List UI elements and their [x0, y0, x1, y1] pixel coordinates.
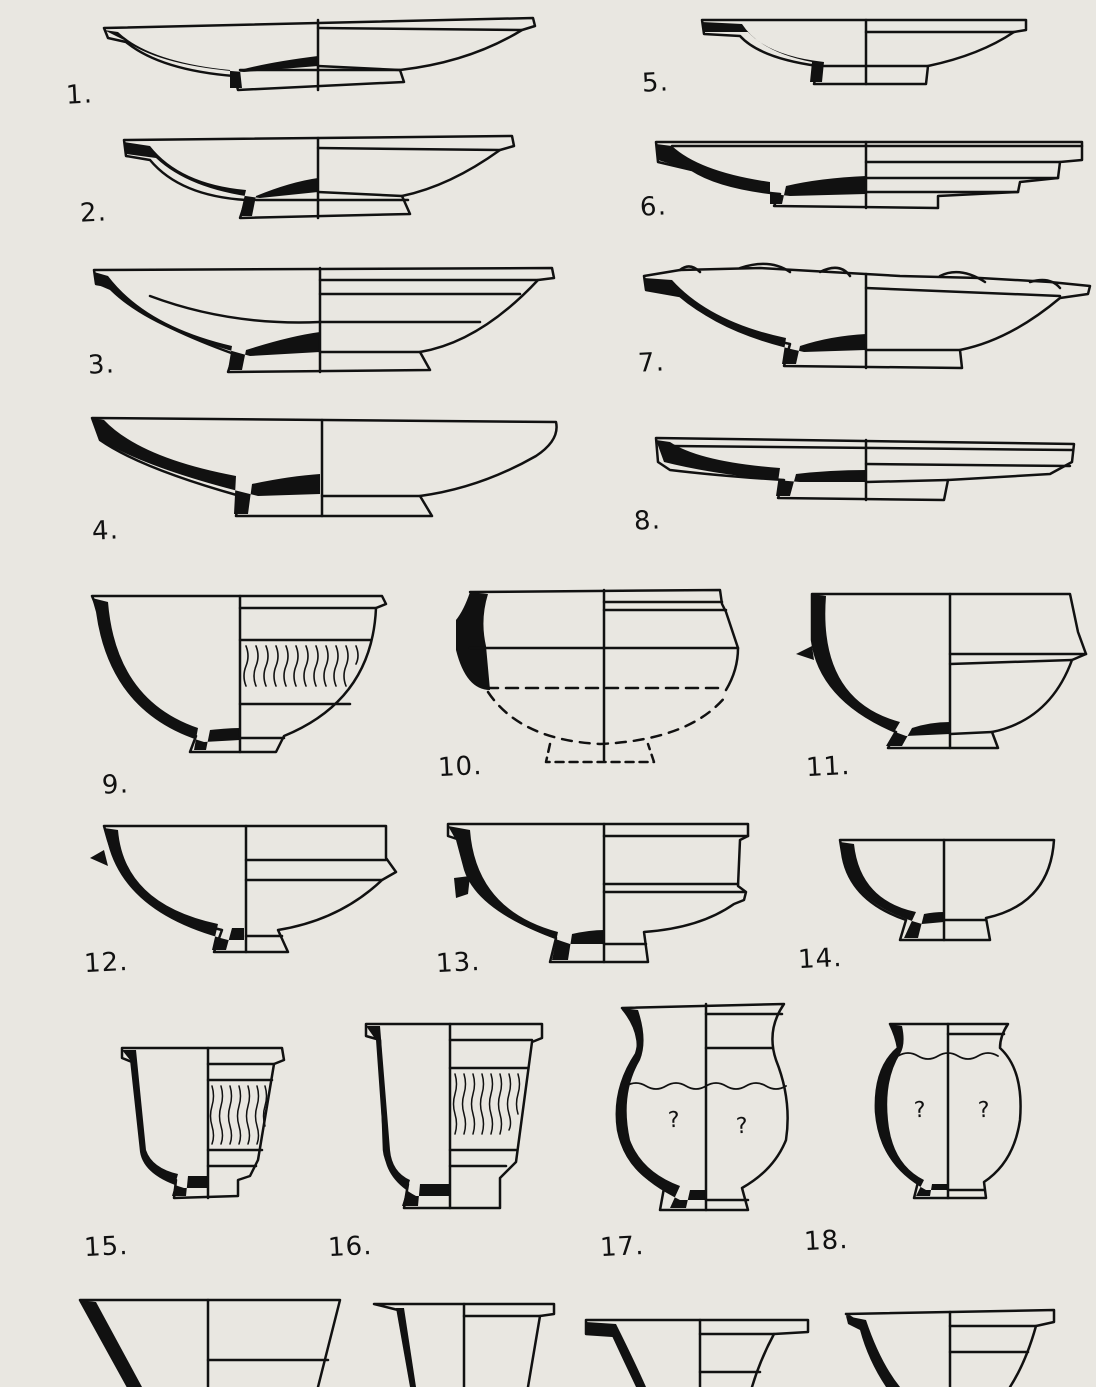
vessel-17: [615, 1002, 789, 1212]
vessel-18: [874, 1022, 1022, 1200]
vessel-10: [456, 588, 740, 764]
label-13: 13.: [435, 946, 482, 980]
label-15: 15.: [83, 1230, 130, 1264]
vessel-15: [120, 1046, 286, 1200]
label-9: 9.: [101, 769, 130, 801]
vessel-19-partial: [78, 1298, 342, 1387]
vessel-2: [122, 134, 516, 220]
vessel-16: [364, 1022, 544, 1210]
vessel-11: [796, 592, 1088, 750]
vessel-3: [92, 266, 556, 374]
vessel-6: [654, 140, 1084, 210]
label-5: 5.: [641, 67, 670, 99]
label-11: 11.: [805, 750, 852, 784]
vessel-4: [90, 416, 558, 518]
annotation-18-left: ?: [913, 1097, 928, 1124]
label-17: 17.: [599, 1230, 646, 1264]
label-8: 8.: [633, 505, 662, 537]
annotation-18-right: ?: [977, 1097, 992, 1124]
label-2: 2.: [79, 197, 108, 229]
vessel-5: [700, 18, 1028, 86]
annotation-17-left: ?: [667, 1107, 682, 1134]
vessel-20-partial: [372, 1302, 556, 1387]
vessel-8: [654, 436, 1076, 502]
vessel-9: [90, 594, 388, 754]
annotation-17-right: ?: [735, 1113, 750, 1140]
label-16: 16.: [327, 1230, 374, 1264]
label-1: 1.: [65, 79, 94, 111]
label-3: 3.: [87, 349, 116, 381]
label-10: 10.: [437, 750, 484, 784]
vessel-7: [642, 262, 1092, 370]
vessel-1: [102, 16, 537, 92]
label-14: 14.: [797, 942, 844, 976]
vessel-13: [446, 822, 750, 964]
label-6: 6.: [639, 191, 668, 223]
vessel-14: [838, 838, 1056, 942]
vessel-21-partial: [584, 1318, 810, 1387]
label-12: 12.: [83, 946, 130, 980]
vessel-22-partial: [844, 1308, 1056, 1387]
label-18: 18.: [803, 1224, 850, 1258]
label-7: 7.: [637, 347, 666, 379]
vessel-12: [90, 824, 398, 954]
label-4: 4.: [91, 515, 120, 547]
